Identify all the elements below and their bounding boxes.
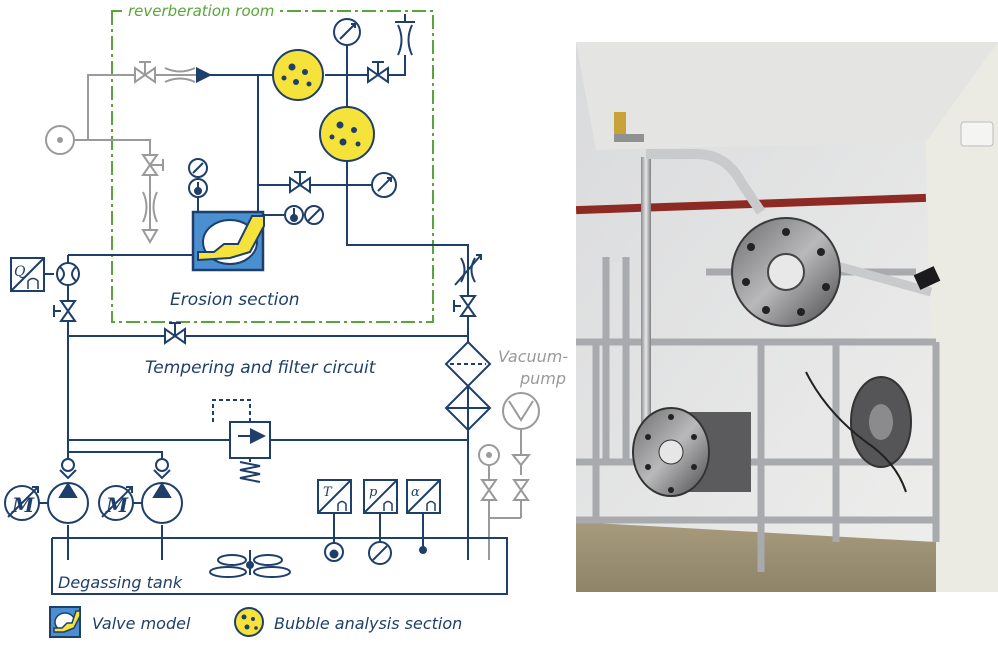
tempering-filter-label: Tempering and filter circuit [145,358,377,378]
legend-valve-model-icon [49,606,81,638]
tank-stirrer [209,550,291,578]
legend-bubble-label: Bubble analysis section [274,614,462,633]
photo-ac-unit [960,121,994,147]
motor-symbol-2: M [105,493,129,517]
thermometer-erosion-top [188,158,208,212]
vacuum-pump-label-1: Vacuum- [498,347,568,366]
gas-content-sensor [406,479,441,554]
degassing-tank-label: Degassing tank [58,573,183,592]
check-valve-right [153,458,171,480]
alpha-symbol: α [411,485,420,500]
motor-symbol-1: M [11,493,35,517]
filter-heat-exchanger [444,340,492,432]
pump-1 [4,482,89,524]
bubble-analysis-section-2 [319,106,375,162]
photo-upper-flange [731,217,841,327]
erosion-section-label: Erosion section [170,290,300,310]
valve-right-vertical [453,295,477,317]
flow-symbol: Q [14,264,26,280]
test-rig-photo [576,42,998,592]
valve-left-vertical [53,300,77,322]
photo-pressure-sensor [913,266,941,290]
reverberation-room-label: reverberation room [128,2,274,20]
legend-valve-model-label: Valve model [92,614,191,633]
temperature-symbol: T [323,485,333,500]
photo-test-section-cylinder [632,407,751,497]
vacuum-pump-label-2: pump [519,369,566,388]
bubble-analysis-section-1 [272,49,324,101]
reverberation-room-boundary [111,10,434,323]
pump-2 [98,482,183,524]
legend-bubble-icon [234,607,264,637]
photo-right-flange [850,376,912,468]
pressure-gauge-top [333,18,361,46]
bypass-line [45,61,205,244]
valve-top-right [367,61,389,84]
throttle-top-right [395,14,415,56]
sensors-erosion-right [263,205,324,225]
photo-ceiling [576,42,998,150]
erosion-section-valve-model [191,210,265,272]
valve-tempering [164,322,186,345]
pressure-relief-valve [212,399,271,483]
pressure-gauge-middle [371,172,397,198]
degassing-tank [51,537,508,595]
throttle-right-adjustable [454,254,482,286]
photo-cables [805,371,907,493]
check-valve-left [59,458,77,480]
valve-middle [289,171,311,194]
vacuum-pump [478,392,540,560]
photo-right-wall [926,42,998,592]
photo-floor [576,522,936,592]
pressure-symbol: p [369,485,378,500]
